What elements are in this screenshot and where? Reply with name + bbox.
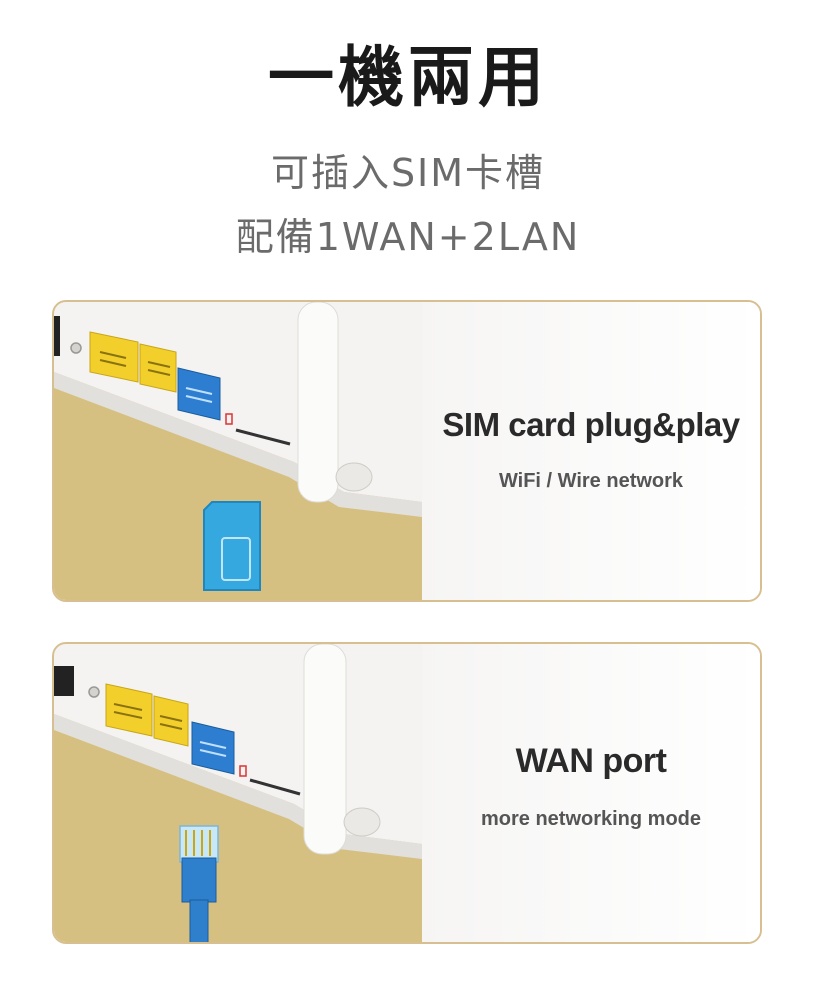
feature-card-sim: SIM card plug&play WiFi / Wire network <box>52 300 762 602</box>
card-subtitle-sim: WiFi / Wire network <box>498 470 684 492</box>
antenna-icon <box>303 644 381 855</box>
card-title-sim: SIM card plug&play <box>442 406 740 443</box>
feature-card-wan: WAN port more networking mode <box>52 642 762 944</box>
subtitle-sim-slot: 可插入SIM卡槽 <box>270 151 546 195</box>
router-with-sim-card-icon <box>54 302 422 600</box>
router-with-ethernet-cable-icon <box>54 644 422 942</box>
antenna-icon <box>297 302 373 503</box>
lan-port-icon <box>105 683 189 747</box>
lan-port-icon <box>89 331 177 393</box>
ethernet-cable-icon <box>179 825 219 942</box>
card-subtitle-wan: more networking mode <box>480 808 702 830</box>
wan-port-icon <box>191 721 235 775</box>
wan-port-icon <box>177 367 221 421</box>
page-title: 一機兩用 <box>268 39 548 116</box>
sim-card-icon <box>203 501 261 591</box>
subtitle-wan-lan: 配備1WAN+2LAN <box>235 215 581 259</box>
card-title-wan: WAN port <box>515 742 667 780</box>
